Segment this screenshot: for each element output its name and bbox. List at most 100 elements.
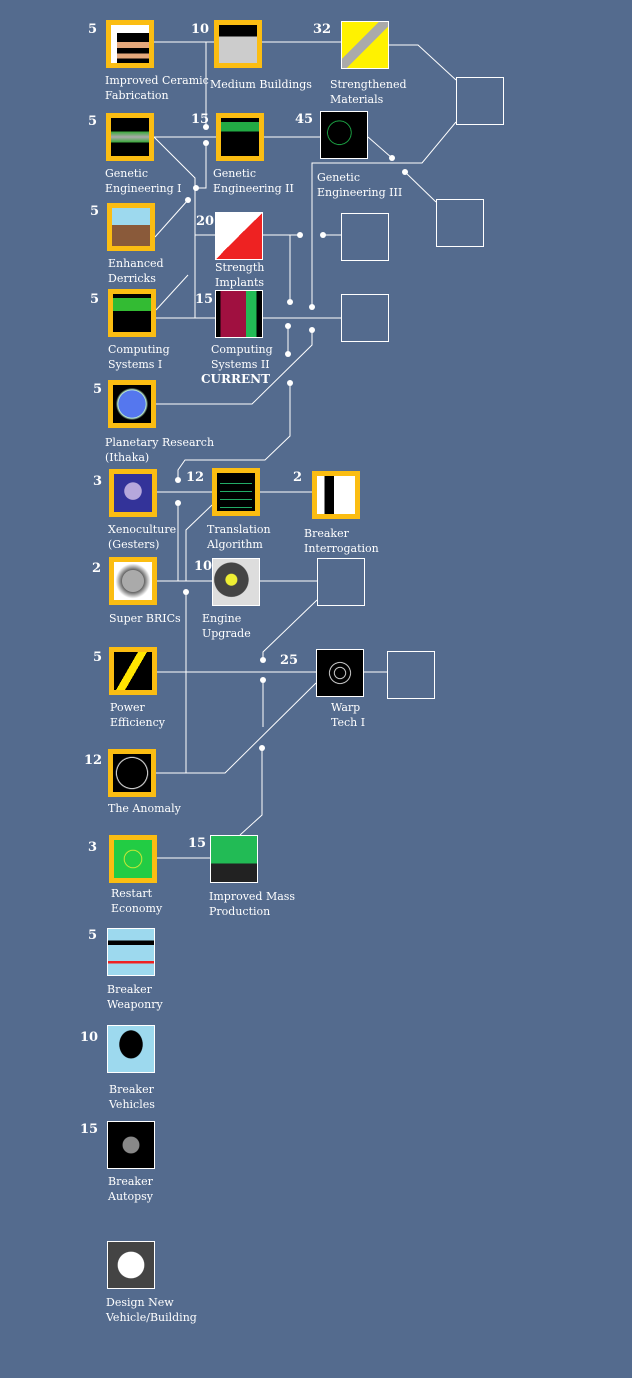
tech-label-line: Genetic	[213, 167, 256, 180]
tech-cost: 32	[313, 22, 332, 37]
tech-node-restart[interactable]	[109, 835, 157, 883]
tech-node-gen3[interactable]	[320, 111, 368, 159]
tech-cost: 5	[90, 292, 100, 307]
cell-laser-icon	[321, 112, 367, 158]
tech-cost: 25	[280, 653, 299, 668]
tech-node-power[interactable]	[109, 647, 157, 695]
tech-node-bvehicle[interactable]	[107, 1025, 155, 1073]
tech-label-line: (Ithaka)	[105, 451, 150, 464]
tech-label-line: Super BRICs	[109, 612, 181, 625]
vehicle-icon	[108, 1026, 154, 1072]
tech-cost: 5	[88, 928, 98, 943]
tech-node-derricks[interactable]	[107, 203, 155, 251]
tech-label-line: Fabrication	[105, 89, 169, 102]
tech-node-xeno[interactable]	[109, 469, 157, 517]
tech-label[interactable]: Planetary Research(Ithaka)	[105, 435, 214, 465]
tech-label-line: Systems II	[211, 358, 270, 371]
tech-node-interrogation[interactable]	[312, 471, 360, 519]
tech-label-line: Medium Buildings	[210, 78, 312, 91]
circuit-icon	[113, 294, 151, 332]
tech-node-comp1[interactable]	[108, 289, 156, 337]
tech-cost: 5	[90, 204, 100, 219]
unknown-tech-slot[interactable]	[341, 213, 389, 261]
beam-icon	[342, 22, 388, 68]
tech-node-anomaly[interactable]	[108, 749, 156, 797]
translate-icon	[217, 473, 255, 511]
tech-label-line: Economy	[111, 902, 163, 915]
weapon-icon	[108, 929, 154, 975]
tech-cost: 15	[80, 1122, 99, 1137]
tech-node-warp[interactable]	[316, 649, 364, 697]
tech-label-line: Engineering I	[105, 182, 182, 195]
alien-icon	[114, 474, 152, 512]
tech-label-line: Translation	[207, 523, 271, 536]
tech-node-comp2[interactable]	[215, 290, 263, 338]
tech-label-line: Engineering II	[213, 182, 294, 195]
unknown-tech-slot[interactable]	[317, 558, 365, 606]
tech-node-gen2[interactable]	[216, 113, 264, 161]
unknown-tech-slot[interactable]	[387, 651, 435, 699]
unknown-tech-slot[interactable]	[436, 199, 484, 247]
tech-cost: 10	[191, 22, 210, 37]
tech-node-bweapon[interactable]	[107, 928, 155, 976]
tech-node-medium[interactable]	[214, 20, 262, 68]
unknown-tech-slot[interactable]	[341, 294, 389, 342]
tech-node-ceramic[interactable]	[106, 20, 154, 68]
tech-label[interactable]: Xenoculture(Gesters)	[108, 522, 176, 552]
tech-node-brics[interactable]	[109, 557, 157, 605]
tech-node-massprod[interactable]	[210, 835, 258, 883]
tech-cost: 5	[93, 382, 103, 397]
tech-node-design[interactable]	[107, 1241, 155, 1289]
tech-label-line: Warp	[331, 701, 361, 714]
tech-node-planetary[interactable]	[108, 380, 156, 428]
tech-label-line: The Anomaly	[108, 802, 181, 815]
tech-node-strength_mat[interactable]	[341, 21, 389, 69]
tech-node-implants[interactable]	[215, 212, 263, 260]
tech-cost: 45	[295, 112, 314, 127]
autopsy-icon	[108, 1122, 154, 1168]
tech-label-line: Interrogation	[304, 542, 379, 555]
tech-cost: 12	[186, 470, 205, 485]
tech-label-line: Restart	[111, 887, 153, 900]
tech-label-line: Engineering III	[317, 186, 403, 199]
tech-label-line: Design New	[106, 1296, 174, 1309]
tech-node-engine[interactable]	[212, 558, 260, 606]
tech-label-line: Engine	[202, 612, 242, 625]
tech-node-gen1[interactable]	[106, 113, 154, 161]
tech-label[interactable]: Super BRICs	[109, 611, 181, 626]
tech-label-line: Improved Mass	[209, 890, 296, 903]
tech-cost: 5	[88, 114, 98, 129]
tech-node-bautopsy[interactable]	[107, 1121, 155, 1169]
unknown-tech-slot[interactable]	[456, 77, 504, 125]
tech-label-line: (Gesters)	[108, 538, 160, 551]
tech-cost: 15	[195, 292, 214, 307]
tech-node-translation[interactable]	[212, 468, 260, 516]
tech-label-line: Tech I	[331, 716, 366, 729]
tech-label[interactable]: Medium Buildings	[210, 77, 312, 92]
tech-label-line: Algorithm	[207, 538, 263, 551]
tech-label-line: Computing	[211, 343, 273, 356]
tech-label[interactable]: The Anomaly	[108, 801, 181, 816]
factory-icon	[211, 836, 257, 882]
